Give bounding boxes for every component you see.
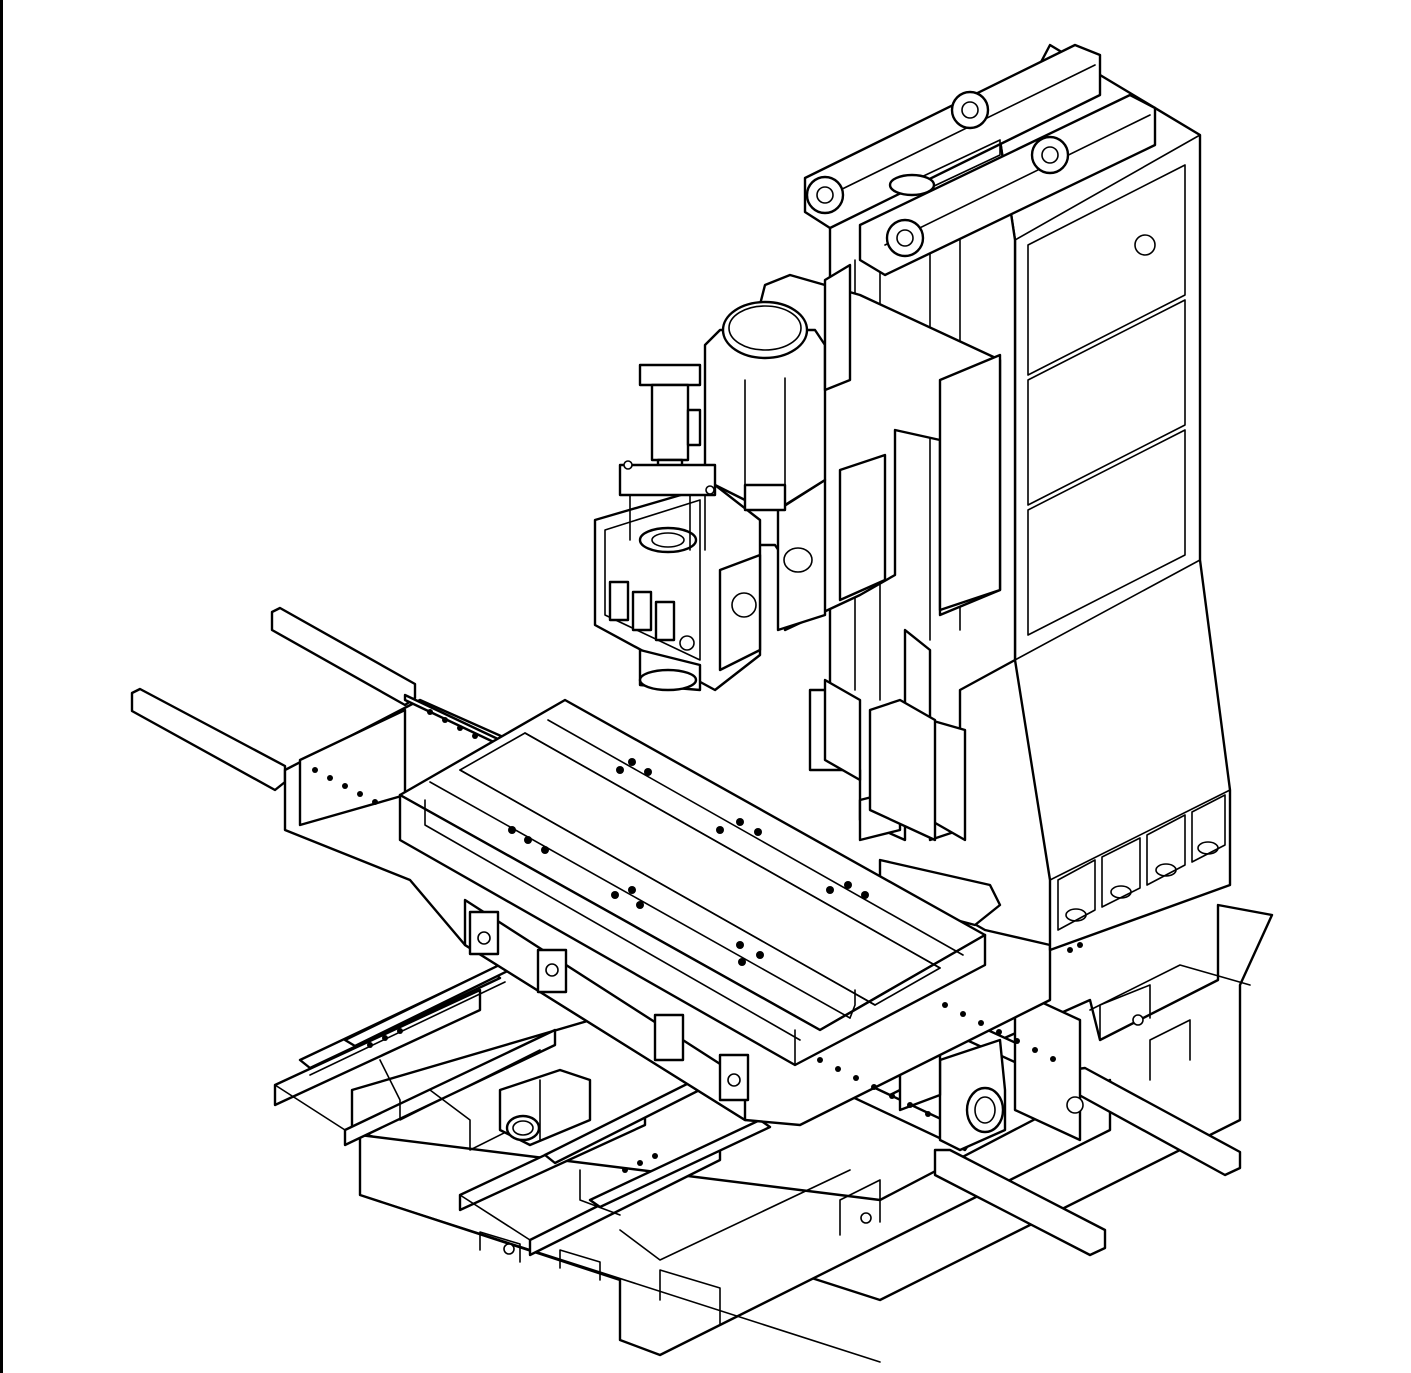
fastener-holes — [312, 709, 1083, 1173]
counterweight-pulleys — [803, 43, 1157, 277]
tool-release-cylinder — [618, 363, 717, 551]
y-axis-guideways — [298, 953, 851, 1261]
spindle-head — [593, 273, 1002, 692]
spindle-motor — [703, 263, 852, 512]
worktable — [398, 698, 987, 1067]
frame-left-border — [0, 0, 3, 1373]
